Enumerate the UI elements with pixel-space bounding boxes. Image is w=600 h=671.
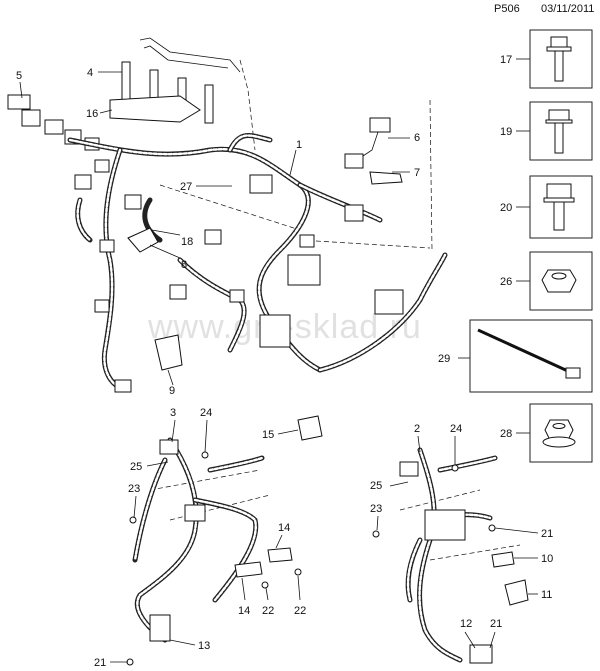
bracket-16	[109, 95, 201, 123]
callout-25-right: 25	[370, 480, 382, 492]
fastener-29-label: 29	[438, 353, 450, 365]
callout-16: 16	[86, 108, 98, 120]
fastener-26: 26	[500, 251, 593, 311]
hex-bolt-icon	[545, 109, 573, 154]
callout-3: 3	[170, 407, 176, 419]
callout-5: 5	[16, 70, 22, 82]
callout-22-b: 22	[294, 605, 306, 617]
callout-labels: 5 4 16 1 6 7 27 18 8 9 3 24 15 25 23 14 …	[16, 67, 553, 669]
fastener-17-label: 17	[500, 54, 512, 66]
bracket-9	[154, 334, 183, 371]
fastener-panel: 17 19 20	[438, 29, 593, 463]
callout-14-right: 14	[278, 522, 290, 534]
fastener-26-label: 26	[500, 276, 512, 288]
lower-right-assembly	[372, 447, 529, 664]
fastener-19-label: 19	[500, 126, 512, 138]
callout-12: 12	[460, 618, 472, 630]
callout-23-left: 23	[128, 483, 140, 495]
large-hex-bolt-icon	[543, 183, 575, 231]
fastener-29: 29	[438, 319, 593, 393]
callout-27: 27	[180, 181, 192, 193]
fastener-28: 28	[500, 403, 593, 463]
callout-10: 10	[541, 553, 553, 565]
fastener-17: 17	[500, 29, 593, 89]
callout-21-left: 21	[94, 657, 106, 669]
fastener-20: 20	[500, 175, 593, 239]
callout-18: 18	[181, 236, 193, 248]
callout-1: 1	[296, 139, 302, 151]
lower-left-assembly	[126, 437, 302, 666]
callout-21-right-a: 21	[541, 528, 553, 540]
callout-4: 4	[87, 67, 93, 79]
main-harness-assembly	[7, 37, 448, 441]
callout-15: 15	[262, 429, 274, 441]
callout-25-left: 25	[130, 461, 142, 473]
clip-15	[297, 415, 323, 441]
callout-7: 7	[414, 167, 420, 179]
callout-2: 2	[414, 423, 420, 435]
cable-tie-icon	[477, 328, 581, 379]
callout-11: 11	[541, 589, 552, 601]
callout-24-left: 24	[200, 407, 212, 419]
flange-nut-icon	[542, 419, 576, 448]
fastener-28-label: 28	[500, 428, 512, 440]
fastener-20-label: 20	[500, 202, 512, 214]
callout-9: 9	[169, 385, 175, 397]
callout-24-right: 24	[450, 423, 462, 435]
hex-nut-icon	[541, 269, 577, 293]
callout-8: 8	[181, 259, 187, 271]
sensor-6-7	[344, 117, 403, 185]
header-date: 03/11/2011	[541, 3, 594, 15]
leader-lines	[19, 71, 539, 663]
flange-bolt-icon	[546, 36, 572, 82]
callout-23-right: 23	[370, 503, 382, 515]
callout-6: 6	[414, 132, 420, 144]
callout-22-a: 22	[262, 605, 274, 617]
callout-13: 13	[198, 640, 210, 652]
fastener-19: 19	[500, 101, 593, 161]
callout-14-bottom: 14	[238, 605, 250, 617]
header-code: P506	[494, 3, 520, 15]
callout-21-right-b: 21	[490, 618, 502, 630]
bracket-8	[127, 227, 159, 253]
